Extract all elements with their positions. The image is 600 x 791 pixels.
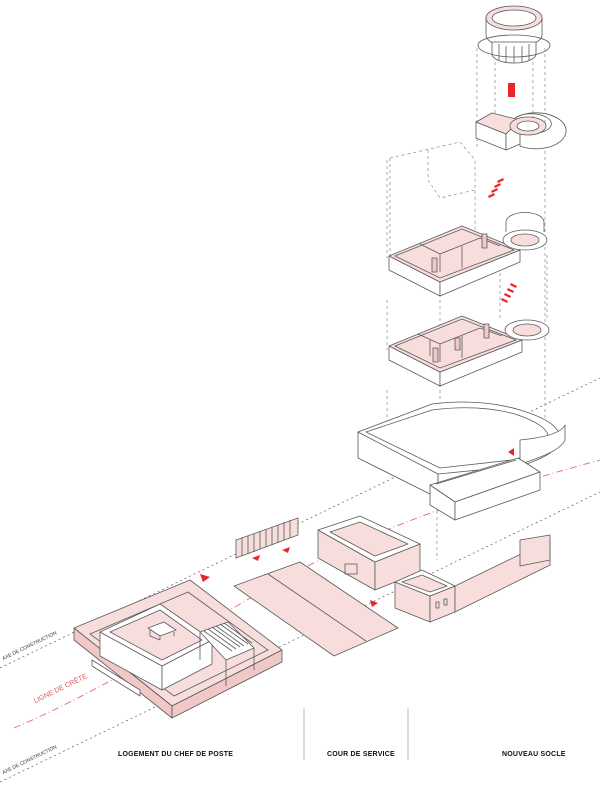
section-label-logement: LOGEMENT DU CHEF DE POSTE bbox=[118, 751, 234, 758]
tower-lantern bbox=[477, 5, 551, 64]
red-stair-top bbox=[508, 83, 515, 97]
ground-floor bbox=[388, 315, 550, 387]
red-stair-lower bbox=[501, 283, 517, 303]
upper-floor bbox=[388, 212, 548, 297]
red-stair-middle bbox=[488, 178, 504, 198]
section-label-socle: NOUVEAU SOCLE bbox=[502, 751, 566, 758]
section-label-cour: COUR DE SERVICE bbox=[327, 751, 395, 758]
service-court bbox=[200, 515, 551, 657]
column-separators bbox=[303, 708, 409, 760]
chief-house bbox=[73, 579, 283, 719]
tower-ring bbox=[475, 112, 567, 151]
socle-platform bbox=[357, 401, 566, 521]
